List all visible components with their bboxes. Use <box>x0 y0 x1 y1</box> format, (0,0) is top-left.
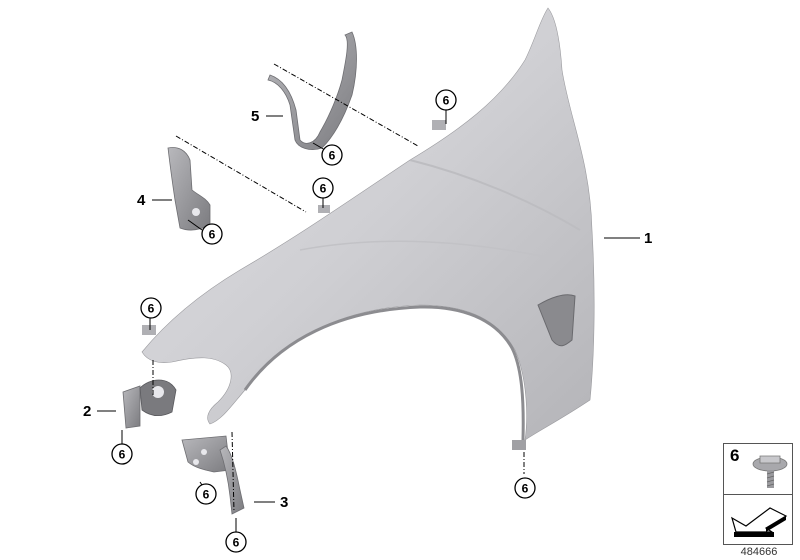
circle-ref-6[interactable]: 6 <box>111 443 133 465</box>
leader-lines <box>97 108 640 532</box>
svg-text:2: 2 <box>83 403 91 420</box>
hex-flange-bolt-icon <box>752 455 788 488</box>
svg-text:6: 6 <box>522 482 529 496</box>
circle-ref-6[interactable]: 6 <box>140 297 162 319</box>
circle-ref-6[interactable]: 6 <box>225 531 247 553</box>
svg-text:5: 5 <box>251 108 259 125</box>
bracket-3[interactable] <box>181 435 245 515</box>
circle-ref-6[interactable]: 6 <box>514 477 536 499</box>
legend-part-number: 6 <box>730 446 740 465</box>
svg-text:6: 6 <box>443 94 450 108</box>
callout-3[interactable]: 3 <box>280 494 288 511</box>
svg-text:1: 1 <box>644 230 652 247</box>
circle-ref-6[interactable]: 6 <box>201 223 223 245</box>
svg-text:6: 6 <box>203 488 210 502</box>
svg-text:4: 4 <box>137 192 146 209</box>
bracket-4[interactable] <box>167 147 211 231</box>
assembly-lines <box>152 63 525 513</box>
document-id: 484666 <box>740 546 778 558</box>
svg-text:6: 6 <box>233 536 240 550</box>
callout-5[interactable]: 5 <box>251 108 259 125</box>
circle-ref-6[interactable]: 6 <box>321 144 343 166</box>
legend-part-cell: 6 <box>724 444 792 495</box>
fender-panel[interactable] <box>141 7 595 450</box>
callout-1[interactable]: 1 <box>644 230 652 247</box>
circle-ref-6[interactable]: 6 <box>195 483 217 505</box>
circle-ref-6[interactable]: 6 <box>435 89 457 111</box>
callout-4[interactable]: 4 <box>137 192 146 209</box>
svg-text:6: 6 <box>320 182 327 196</box>
part-legend: 6 <box>723 443 793 545</box>
arrow-symbol-icon <box>731 507 788 537</box>
bracket-5[interactable] <box>267 31 357 150</box>
callout-2[interactable]: 2 <box>83 403 91 420</box>
svg-text:6: 6 <box>119 448 126 462</box>
circle-ref-6[interactable]: 6 <box>312 177 334 199</box>
bracket-2[interactable] <box>122 379 177 429</box>
svg-text:6: 6 <box>329 149 336 163</box>
svg-text:3: 3 <box>280 494 288 511</box>
svg-text:6: 6 <box>148 302 155 316</box>
svg-text:6: 6 <box>209 228 216 242</box>
